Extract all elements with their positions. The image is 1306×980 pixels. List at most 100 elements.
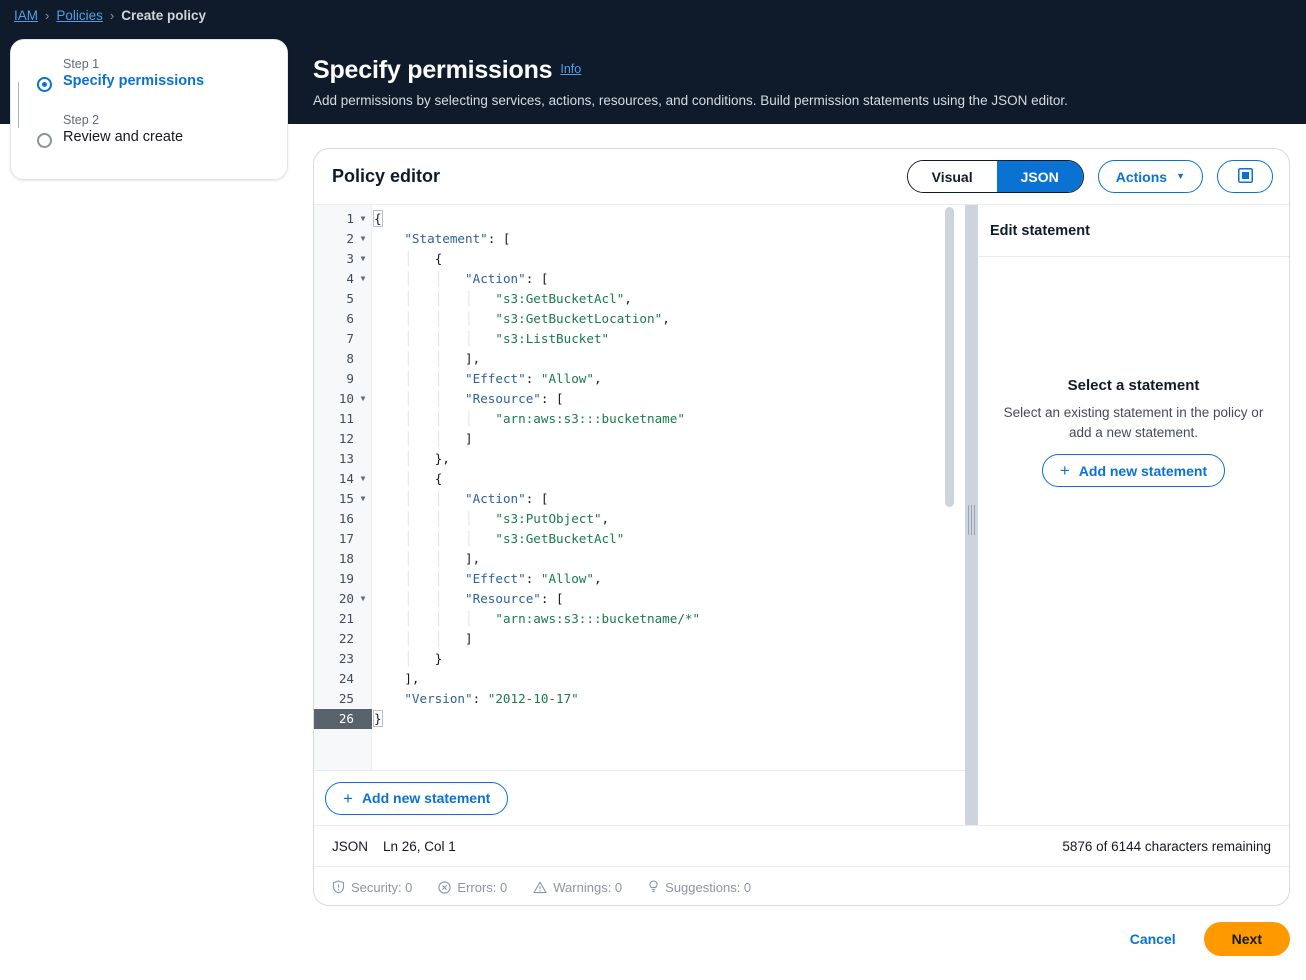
line-number: 26 — [314, 709, 354, 729]
fold-arrow-icon[interactable]: ▼ — [360, 214, 366, 223]
code-line[interactable]: 11 │ │ │ "arn:aws:s3:::bucketname" — [314, 409, 965, 429]
scrollbar-thumb[interactable] — [945, 207, 954, 507]
lint-security[interactable]: Security: 0 — [332, 880, 412, 895]
page-title: Specify permissions — [313, 56, 553, 84]
fold-arrow-icon[interactable]: ▼ — [360, 234, 366, 243]
code-line-text: │ │ │ "s3:PutObject", — [404, 511, 610, 526]
cancel-button[interactable]: Cancel — [1124, 930, 1182, 948]
side-add-new-statement-button[interactable]: + Add new statement — [1041, 454, 1226, 488]
stepper-step-2[interactable]: Step 2 Review and create — [37, 113, 184, 148]
code-line[interactable]: 2▼ "Statement": [ — [314, 229, 965, 249]
tab-json[interactable]: JSON — [996, 161, 1083, 192]
code-line[interactable]: 5 │ │ │ "s3:GetBucketAcl", — [314, 289, 965, 309]
code-line[interactable]: 7 │ │ │ "s3:ListBucket" — [314, 329, 965, 349]
code-line[interactable]: 1▼{ — [314, 209, 965, 229]
line-number: 22 — [338, 631, 354, 646]
radio-unselected-icon — [37, 133, 52, 148]
line-number: 8 — [346, 351, 354, 366]
fold-arrow-icon[interactable]: ▼ — [360, 274, 366, 283]
wizard-stepper: Step 1 Specify permissions Step 2 Review… — [10, 39, 288, 180]
policy-editor-header: Policy editor Visual JSON Actions ▼ — [314, 149, 1289, 205]
breadcrumb-item-create-policy: Create policy — [121, 7, 207, 23]
fold-arrow-icon[interactable]: ▼ — [360, 394, 366, 403]
fold-spacer — [354, 569, 372, 589]
breadcrumb-item-iam[interactable]: IAM — [14, 7, 39, 23]
line-number: 12 — [338, 431, 354, 446]
code-line[interactable]: 19 │ │ "Effect": "Allow", — [314, 569, 965, 589]
panel-toggle-button[interactable] — [1217, 160, 1273, 193]
code-line[interactable]: 24 ], — [314, 669, 965, 689]
code-line-text: │ │ ], — [404, 551, 481, 566]
editor-lint-bar: Security: 0 Errors: 0 Warnings: 0 Sugges… — [314, 866, 1289, 907]
warning-icon — [533, 881, 547, 894]
pane-splitter[interactable] — [965, 205, 978, 825]
next-button[interactable]: Next — [1203, 922, 1290, 956]
policy-editor-title: Policy editor — [332, 166, 441, 186]
code-line[interactable]: 22 │ │ ] — [314, 629, 965, 649]
code-line[interactable]: 15 ▼ │ │ "Action": [ — [314, 489, 965, 509]
code-lines[interactable]: 1▼{2▼ "Statement": [3▼ │ {4▼ │ │ "Action… — [314, 205, 965, 729]
splitter-grip-icon — [968, 505, 975, 535]
fold-spacer — [354, 669, 372, 689]
code-line[interactable]: 25 "Version": "2012-10-17" — [314, 689, 965, 709]
json-editor-pane: 1▼{2▼ "Statement": [3▼ │ {4▼ │ │ "Action… — [314, 205, 965, 825]
fold-spacer — [354, 549, 372, 569]
fold-spacer — [354, 689, 372, 709]
editor-vertical-scrollbar[interactable] — [945, 205, 954, 770]
breadcrumb: IAM › Policies › Create policy — [8, 3, 212, 27]
breadcrumb-item-policies[interactable]: Policies — [56, 7, 103, 23]
code-line[interactable]: 12 │ │ ] — [314, 429, 965, 449]
code-line[interactable]: 26} — [314, 709, 965, 729]
code-line[interactable]: 21 │ │ │ "arn:aws:s3:::bucketname/*" — [314, 609, 965, 629]
line-number: 24 — [338, 671, 354, 686]
code-line-text: │ │ │ "s3:GetBucketAcl" — [404, 531, 625, 546]
line-number: 20 — [338, 591, 354, 606]
lint-warnings[interactable]: Warnings: 0 — [533, 880, 622, 895]
tab-visual[interactable]: Visual — [907, 161, 997, 192]
code-area[interactable]: 1▼{2▼ "Statement": [3▼ │ {4▼ │ │ "Action… — [314, 205, 965, 770]
status-format: JSON — [332, 838, 369, 854]
code-line[interactable]: 17 │ │ │ "s3:GetBucketAcl" — [314, 529, 965, 549]
code-line[interactable]: 20▼ │ │ "Resource": [ — [314, 589, 965, 609]
code-line[interactable]: 14▼ │ { — [314, 469, 965, 489]
code-line[interactable]: 6 │ │ │ "s3:GetBucketLocation", — [314, 309, 965, 329]
code-line[interactable]: 3▼ │ { — [314, 249, 965, 269]
stepper-step-1-kicker: Step 1 — [63, 57, 100, 71]
code-line[interactable]: 4▼ │ │ "Action": [ — [314, 269, 965, 289]
edit-statement-title: Edit statement — [990, 222, 1090, 239]
code-line-text: │ │ "Action": [ — [404, 491, 549, 506]
code-line[interactable]: 23 │ } — [314, 649, 965, 669]
lint-errors[interactable]: Errors: 0 — [438, 880, 507, 895]
code-line[interactable]: 18 │ │ ], — [314, 549, 965, 569]
lint-suggestions[interactable]: Suggestions: 0 — [648, 880, 751, 895]
fold-spacer — [354, 709, 372, 729]
lint-errors-label: Errors: 0 — [457, 879, 508, 895]
line-number: 4 — [346, 271, 354, 286]
code-line[interactable]: 13 │ }, — [314, 449, 965, 469]
code-line[interactable]: 9 │ │ "Effect": "Allow", — [314, 369, 965, 389]
code-line[interactable]: 8 │ │ ], — [314, 349, 965, 369]
line-number: 15 — [338, 491, 354, 506]
fold-arrow-icon[interactable]: ▼ — [360, 594, 366, 603]
code-line-text: │ } — [404, 651, 443, 666]
add-new-statement-button[interactable]: + Add new statement — [325, 781, 509, 815]
plus-icon: + — [1059, 461, 1070, 481]
actions-button[interactable]: Actions ▼ — [1097, 160, 1203, 193]
page-description: Add permissions by selecting services, a… — [313, 93, 1068, 108]
code-line-text: │ │ │ "arn:aws:s3:::bucketname/*" — [404, 611, 701, 626]
info-link[interactable]: Info — [560, 62, 582, 76]
code-line[interactable]: 16 │ │ │ "s3:PutObject", — [314, 509, 965, 529]
chevron-down-icon: ▼ — [1176, 171, 1185, 181]
line-number: 11 — [338, 411, 354, 426]
fold-spacer — [354, 509, 372, 529]
fold-arrow-icon[interactable]: ▼ — [360, 474, 366, 483]
fold-spacer — [354, 429, 372, 449]
stepper-step-2-label: Review and create — [63, 129, 184, 145]
fold-arrow-icon[interactable]: ▼ — [360, 254, 366, 263]
code-line[interactable]: 10▼ │ │ "Resource": [ — [314, 389, 965, 409]
stepper-step-1[interactable]: Step 1 Specify permissions — [37, 57, 204, 92]
line-number: 13 — [338, 451, 354, 466]
fold-arrow-icon[interactable]: ▼ — [360, 494, 366, 503]
line-number: 1 — [346, 211, 354, 226]
code-line-text: │ │ │ "s3:GetBucketLocation", — [404, 311, 670, 326]
